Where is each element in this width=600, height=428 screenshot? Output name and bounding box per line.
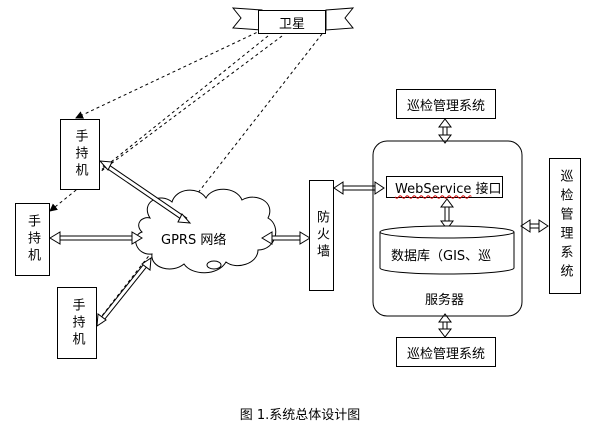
firewall-node: 防火墙	[309, 180, 334, 291]
handheld-device-1-label: 手持机	[72, 129, 88, 180]
satellite-links	[49, 29, 323, 327]
server-label: 服务器	[425, 293, 465, 308]
figure-caption: 图 1.系统总体设计图	[239, 408, 361, 423]
webservice-suffix: 接口	[471, 181, 502, 197]
inspection-system-top-label: 巡检管理系统	[406, 98, 485, 114]
double-arrow-server-right	[520, 219, 549, 233]
double-arrow-firewall-webservice	[333, 181, 385, 195]
double-arrow-handheld3-cloud	[96, 257, 152, 327]
handheld-device-1: 手持机	[60, 119, 100, 190]
database-cylinder	[379, 225, 515, 275]
handheld-device-2-label: 手持机	[25, 214, 40, 265]
cloud-puff	[206, 260, 222, 270]
double-arrow-webservice-database	[440, 198, 454, 230]
gprs-network-label: GPRS 网络	[161, 233, 227, 248]
double-arrow-handheld1-cloud	[98, 160, 192, 224]
satellite-node: 卫星	[258, 10, 326, 34]
handheld-device-3-label: 手持机	[69, 297, 85, 349]
database-label: 数据库（GIS、巡	[391, 249, 492, 264]
satellite-label: 卫星	[278, 16, 305, 32]
handheld-device-3: 手持机	[57, 287, 97, 359]
inspection-system-right-label: 巡检管理系统	[557, 169, 573, 283]
satellite-banner	[231, 7, 355, 31]
inspection-system-top: 巡检管理系统	[396, 89, 496, 119]
inspection-system-right: 巡检管理系统	[549, 158, 581, 294]
server-container	[372, 140, 523, 317]
webservice-prefix: WebService	[395, 181, 472, 197]
firewall-label: 防火墙	[314, 210, 329, 261]
double-arrow-top-server	[438, 118, 452, 144]
double-arrow-handheld2-cloud	[49, 231, 143, 245]
inspection-system-bottom: 巡检管理系统	[396, 337, 496, 367]
double-arrow-server-bottom	[438, 313, 452, 338]
webservice-label: WebService 接口	[395, 178, 502, 197]
webservice-interface: WebService 接口	[386, 176, 503, 198]
handheld-device-2: 手持机	[15, 203, 50, 276]
inspection-system-bottom-label: 巡检管理系统	[406, 346, 485, 362]
double-arrow-cloud-firewall	[261, 231, 311, 245]
